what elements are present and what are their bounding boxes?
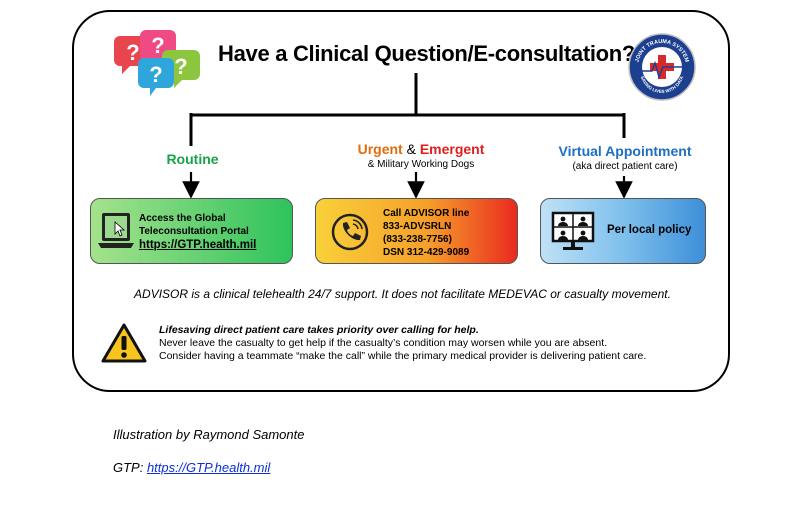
advisor-number-words[interactable]: 833-ADVSRLN [383, 221, 452, 232]
urgent-box-text: Call ADVISOR line 833-ADVSRLN (833-238-7… [383, 207, 469, 259]
svg-text:?: ? [174, 54, 187, 79]
urgent-subtitle: & Military Working Dogs [367, 159, 475, 170]
laptop-icon [98, 213, 134, 248]
warning-line2: Consider having a teammate “make the cal… [159, 350, 647, 362]
gtp-prefix: GTP: [113, 460, 147, 475]
virtual-appointment-label: Virtual Appointment (aka direct patient … [540, 143, 710, 172]
virtual-box-text: Per local policy [607, 224, 692, 236]
routine-line1: Access the Global [139, 213, 226, 224]
advisor-dsn[interactable]: DSN 312-429-9089 [383, 247, 470, 258]
gtp-portal-link[interactable]: https://GTP.health.mil [139, 239, 257, 251]
urgent-text: Urgent [357, 141, 403, 157]
warning-line1: Never leave the casualty to get help if … [159, 337, 608, 349]
routine-box: Access the Global Teleconsultation Porta… [90, 198, 293, 264]
svg-text:?: ? [151, 33, 164, 58]
warning-bold-line: Lifesaving direct patient care takes pri… [159, 324, 479, 336]
gtp-footer-link[interactable]: https://GTP.health.mil [146, 460, 271, 475]
advisor-number-digits[interactable]: (833-238-7756) [383, 234, 452, 245]
warning-icon [101, 323, 147, 363]
video-call-icon [551, 211, 595, 250]
tree-lines [189, 73, 626, 146]
svg-text:?: ? [149, 62, 162, 87]
urgent-box: Call ADVISOR line 833-ADVSRLN (833-238-7… [315, 198, 518, 264]
diagram-title: Have a Clinical Question/E-consultation? [218, 41, 636, 66]
phone-icon [331, 213, 369, 251]
urgent-emergent-label: Urgent & Emergent & Military Working Dog… [336, 141, 506, 170]
routine-line2: Teleconsultation Portal [139, 226, 249, 237]
ampersand-text: & [402, 141, 420, 157]
gtp-footer: GTP: https://GTP.health.mil [113, 460, 270, 475]
svg-text:?: ? [126, 40, 139, 65]
question-bubbles-icon: ? ? ? ? [114, 30, 200, 96]
routine-box-text: Access the Global Teleconsultation Porta… [139, 212, 256, 252]
warning-text: Lifesaving direct patient care takes pri… [159, 324, 646, 363]
emergent-text: Emergent [419, 141, 485, 157]
advisor-note: ADVISOR is a clinical telehealth 24/7 su… [134, 287, 671, 301]
joint-trauma-system-seal: JOINT TRAUMA SYSTEM SAVING LIVES WITH DA… [628, 33, 696, 101]
illustration-credit: Illustration by Raymond Samonte [113, 427, 305, 442]
virtual-subtitle: (aka direct patient care) [572, 161, 678, 172]
virtual-box: Per local policy [540, 198, 706, 264]
advisor-line-label: Call ADVISOR line [383, 208, 470, 219]
routine-label: Routine [166, 151, 219, 167]
virtual-title: Virtual Appointment [558, 143, 692, 159]
